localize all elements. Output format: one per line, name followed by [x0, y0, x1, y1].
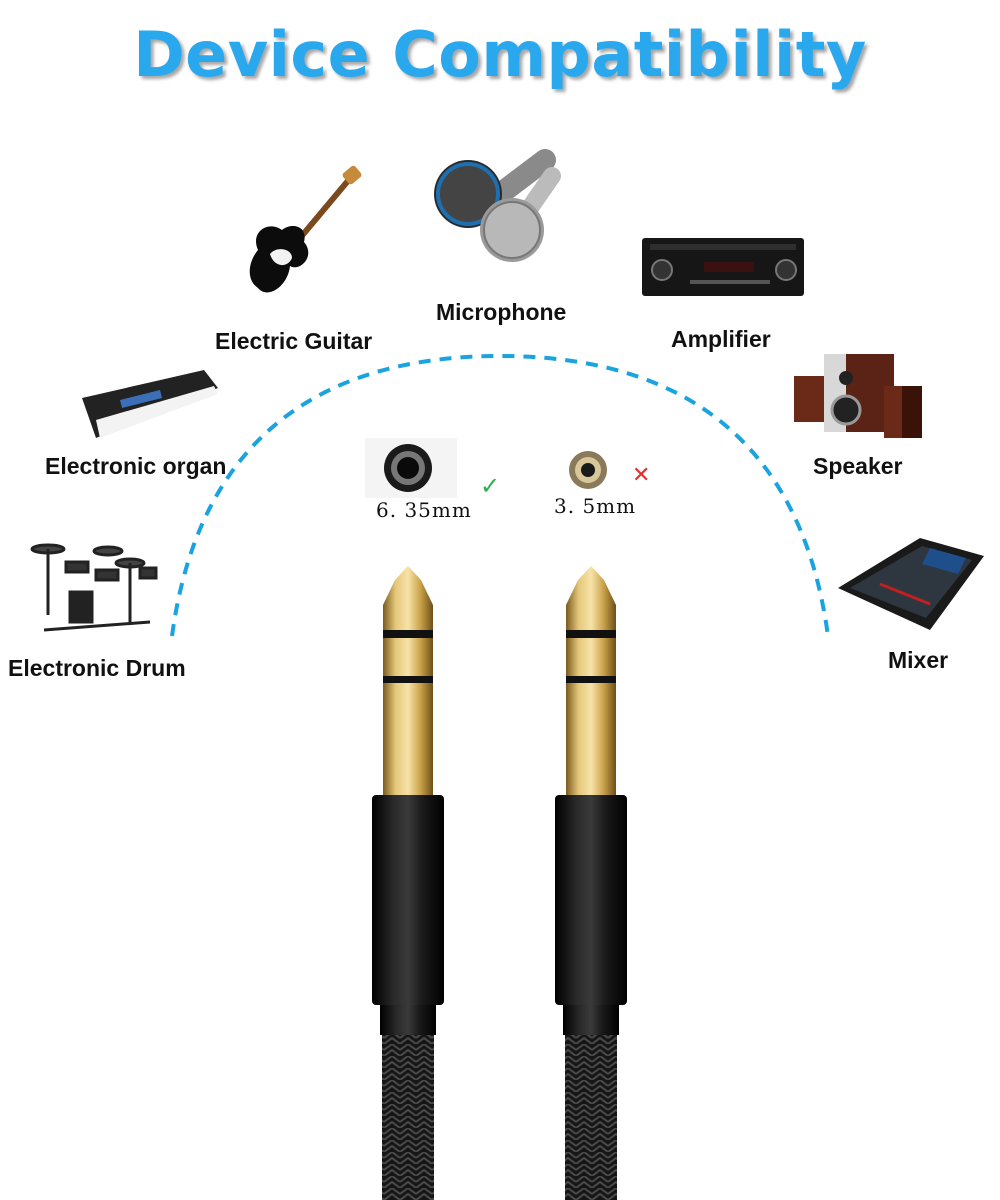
label-electronic-drum: Electronic Drum — [8, 655, 186, 681]
mixer-icon — [838, 538, 984, 630]
jack-socket-large-icon — [365, 438, 457, 498]
microphone-icon — [434, 149, 561, 262]
label-microphone: Microphone — [436, 299, 567, 325]
page-title: Device Compatibility — [133, 18, 867, 91]
check-icon: ✓ — [480, 473, 501, 500]
label-mixer: Mixer — [888, 647, 949, 673]
electronic-organ-icon — [82, 370, 218, 438]
compatibility-arc — [170, 353, 830, 637]
jack-size-small-label: 3. 5mm — [554, 494, 637, 518]
plug-right-icon — [555, 566, 627, 1200]
label-amplifier: Amplifier — [671, 326, 771, 352]
label-speaker: Speaker — [813, 453, 903, 479]
amplifier-icon — [642, 238, 804, 296]
cross-icon: ✕ — [632, 462, 651, 487]
electric-guitar-icon — [249, 165, 362, 293]
plug-left-icon — [372, 566, 444, 1200]
label-electric-guitar: Electric Guitar — [215, 328, 373, 354]
speaker-icon — [794, 354, 922, 438]
label-electronic-organ: Electronic organ — [45, 453, 227, 479]
jack-socket-small-icon — [569, 451, 607, 489]
jack-size-large-label: 6. 35mm — [376, 498, 472, 522]
electronic-drum-icon — [30, 543, 158, 632]
